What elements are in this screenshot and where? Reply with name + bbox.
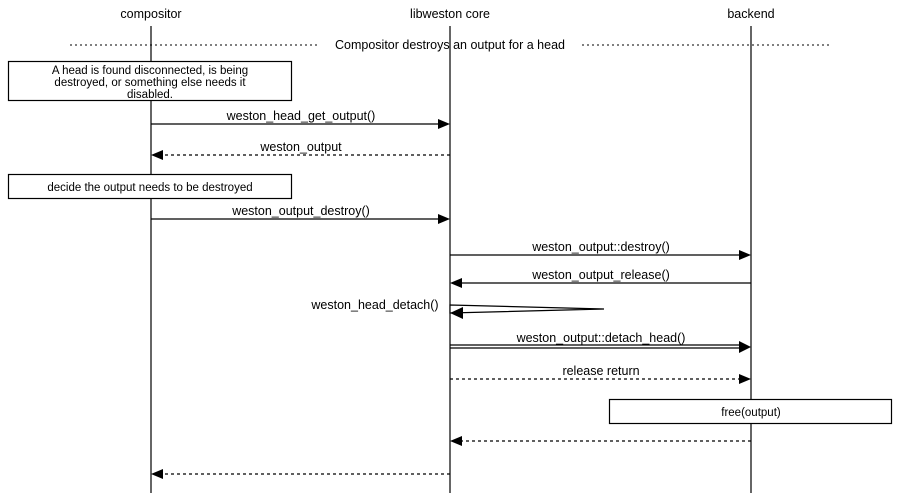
arrow-head-weston-head-detach	[450, 307, 463, 319]
arrow-head-weston-output-detach-head	[739, 341, 751, 353]
message-label-weston-head-detach: weston_head_detach()	[310, 298, 438, 312]
message-weston-output-destroy-vfunc[interactable]: weston_output::destroy()	[450, 240, 751, 260]
arrow-head-release-return	[739, 374, 751, 384]
message-free-return[interactable]	[450, 436, 751, 446]
message-label-weston-output-return: weston_output	[259, 140, 342, 154]
actor-compositor[interactable]: compositor	[120, 7, 182, 493]
message-weston-output-destroy[interactable]: weston_output_destroy()	[151, 204, 450, 224]
arrow-head-weston-output-release	[450, 278, 462, 288]
message-weston-output-release[interactable]: weston_output_release()	[450, 268, 751, 288]
note-head-disconnected: A head is found disconnected, is being d…	[7, 60, 293, 102]
note-free-output-box	[608, 398, 893, 425]
note-head-disconnected-line-1: A head is found disconnected, is being	[52, 65, 248, 77]
note-head-disconnected-line-3: disabled.	[127, 89, 173, 101]
message-label-weston-output-detach-head: weston_output::detach_head()	[516, 331, 686, 345]
arrow-head-weston-head-get-output	[438, 119, 450, 129]
actor-libweston-core[interactable]: libweston core	[410, 7, 490, 493]
note-decide-destroy-line-1: decide the output needs to be destroyed	[47, 182, 252, 194]
separator-label: Compositor destroys an output for a head	[335, 38, 565, 52]
message-label-weston-output-destroy-vfunc: weston_output::destroy()	[531, 240, 670, 254]
actor-label-compositor: compositor	[120, 7, 181, 21]
message-label-weston-output-release: weston_output_release()	[531, 268, 670, 282]
arrow-head-free-return	[450, 436, 462, 446]
actor-label-backend: backend	[727, 7, 774, 21]
message-release-return[interactable]: release return	[450, 364, 751, 384]
message-label-weston-output-destroy: weston_output_destroy()	[231, 204, 370, 218]
message-weston-output-detach-head[interactable]: weston_output::detach_head()	[450, 331, 751, 353]
note-free-output-line-1: free(output)	[721, 407, 781, 419]
message-weston-head-detach[interactable]: weston_head_detach()	[310, 298, 605, 319]
note-free-output: free(output)	[608, 398, 893, 425]
note-decide-destroy-box	[7, 173, 293, 200]
message-label-weston-head-get-output: weston_head_get_output()	[226, 109, 376, 123]
separator-compositor-destroys-output: Compositor destroys an output for a head	[70, 38, 830, 52]
arrow-head-weston-output-return	[151, 150, 163, 160]
note-head-disconnected-line-2: destroyed, or something else needs it	[54, 77, 246, 89]
note-decide-destroy: decide the output needs to be destroyed	[7, 173, 293, 200]
message-weston-head-get-output[interactable]: weston_head_get_output()	[151, 109, 450, 129]
self-loop-wedge-weston-head-detach	[449, 304, 605, 314]
arrow-head-weston-output-destroy-vfunc	[739, 250, 751, 260]
actor-label-libweston-core: libweston core	[410, 7, 490, 21]
arrow-head-weston-output-destroy	[438, 214, 450, 224]
note-head-disconnected-box	[7, 60, 293, 102]
message-label-release-return: release return	[562, 364, 639, 378]
message-weston-output-return[interactable]: weston_output	[151, 140, 450, 160]
message-destroy-return[interactable]	[151, 469, 450, 479]
arrow-head-destroy-return	[151, 469, 163, 479]
